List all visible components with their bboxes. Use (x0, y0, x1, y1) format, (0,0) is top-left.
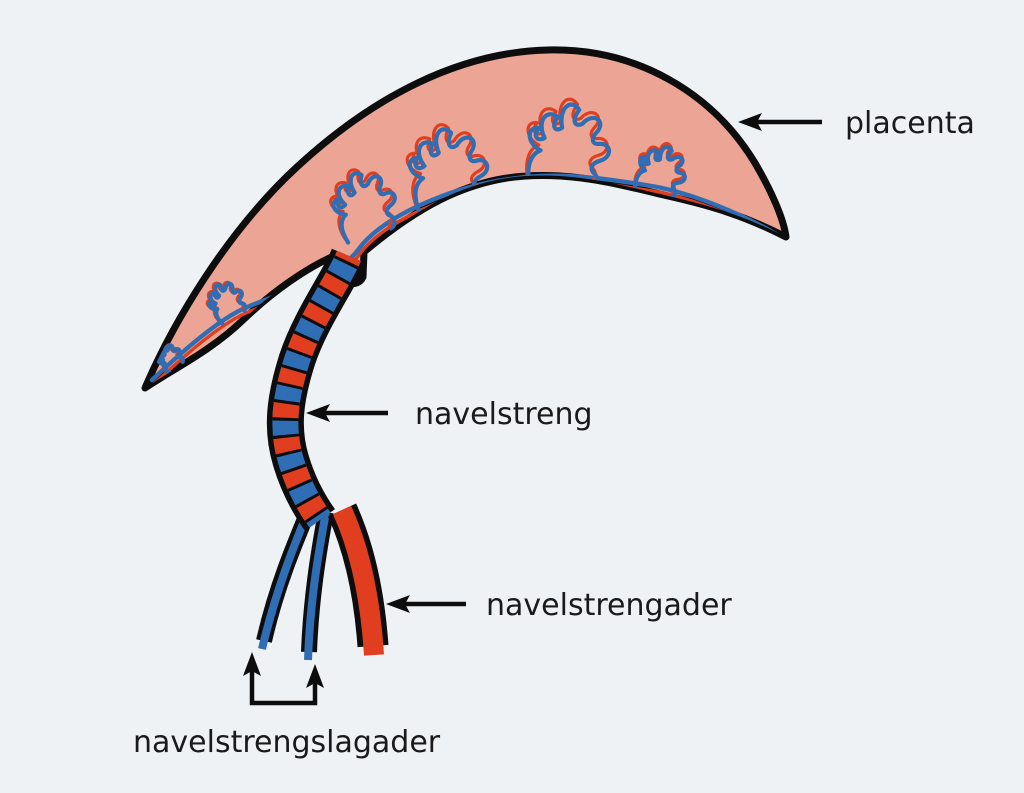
artery-label: navelstrengader (486, 588, 732, 623)
arrow-cord (306, 404, 388, 422)
bracket-line (249, 668, 318, 706)
placenta-label: placenta (845, 106, 975, 141)
arrow-artery (386, 595, 466, 613)
arrow-left-icon (386, 595, 410, 613)
arrow-left-icon (306, 404, 330, 422)
arrow-placenta (738, 113, 822, 131)
umbilical-artery (332, 505, 384, 656)
cord-band-separators (272, 250, 361, 528)
arrow-up-icon (306, 664, 324, 688)
umbilical-cord (266, 248, 367, 531)
veins-label: navelstrengslagader (133, 725, 441, 760)
umbilical-vein-right (304, 511, 330, 661)
arrow-veins-bracket (243, 652, 324, 706)
arrow-up-icon (243, 652, 261, 676)
arrow-left-icon (738, 113, 762, 131)
cord-label: navelstreng (415, 397, 593, 432)
